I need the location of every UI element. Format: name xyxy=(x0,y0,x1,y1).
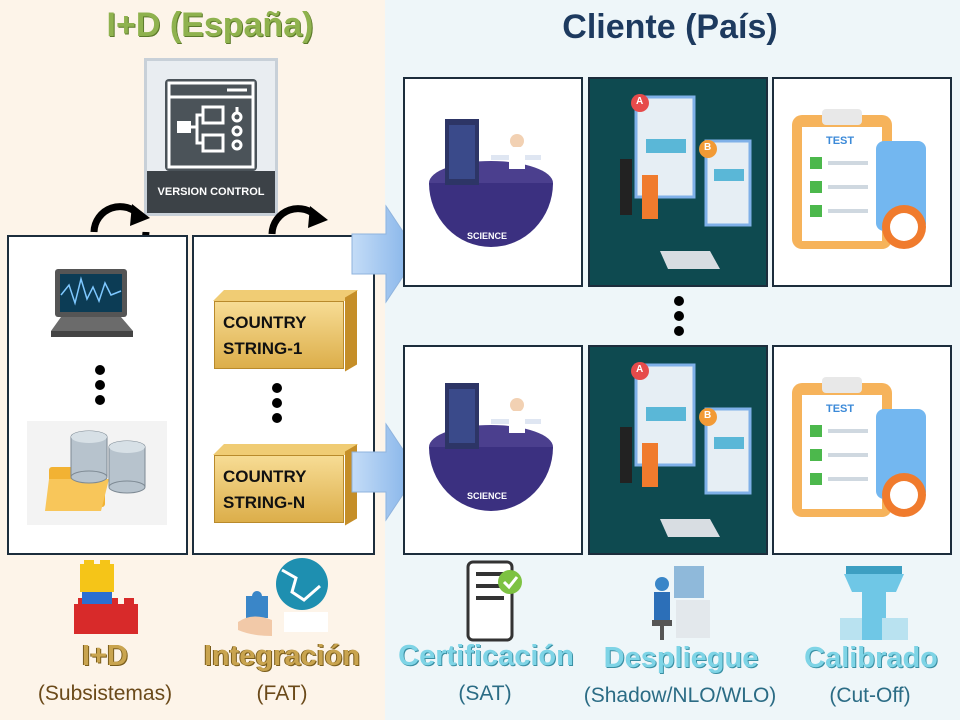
test-label-bottom: TEST xyxy=(826,403,855,415)
deployment-stage-top: A B xyxy=(588,77,768,287)
control-tower-icon xyxy=(840,566,908,640)
caption-calibration: Calibrado xyxy=(804,642,938,674)
monitor-icon xyxy=(51,269,133,337)
lego-bricks-icon xyxy=(74,560,138,634)
calibration-stage-bottom: TEST xyxy=(772,345,952,555)
operator-console-icon xyxy=(652,566,710,640)
country-strings-ellipsis xyxy=(272,383,282,428)
globe-puzzle-icon xyxy=(238,558,328,636)
ab-label-b-top: B xyxy=(704,142,712,153)
caption-deployment: Despliegue xyxy=(603,642,759,674)
version-control-screen xyxy=(165,79,257,171)
country-strings-box: COUNTRY STRING-1 COUNTRY STRING-N xyxy=(192,235,375,555)
subsystems-ellipsis xyxy=(95,365,105,410)
subsystems-box xyxy=(7,235,188,555)
ab-label-a-bottom: A xyxy=(636,364,644,375)
country-string-1-line1: COUNTRY xyxy=(223,313,307,332)
caption-deployment-sub: (Shadow/NLO/WLO) xyxy=(583,684,777,707)
rd-spain-title: I+D (España) xyxy=(106,6,314,44)
science-lab-icon xyxy=(429,119,553,247)
certification-stage-top: SCIENCE xyxy=(403,77,583,287)
ab-testing-icon xyxy=(620,362,752,537)
calibration-stage-top: TEST xyxy=(772,77,952,287)
country-string-1-crate: COUNTRY STRING-1 xyxy=(214,301,344,369)
test-clipboard-icon xyxy=(792,109,926,249)
flow-arrow-top xyxy=(351,204,419,304)
ab-label-a-top: A xyxy=(636,96,644,107)
ab-label-b-bottom: B xyxy=(704,410,712,421)
deployment-stage-bottom: A B xyxy=(588,345,768,555)
caption-integration: Integración xyxy=(203,640,361,672)
test-clipboard-icon xyxy=(792,377,926,517)
country-string-n-line1: COUNTRY xyxy=(223,467,307,486)
country-string-n-line2: STRING-N xyxy=(223,493,306,512)
flow-arrow-bottom xyxy=(351,422,419,522)
caption-rd: I+D xyxy=(82,640,128,672)
ab-testing-icon xyxy=(620,94,752,269)
client-country-title: Cliente (País) xyxy=(562,8,778,46)
version-control-icon: VERSION CONTROL xyxy=(144,58,278,216)
client-rows-ellipsis xyxy=(674,296,684,341)
science-label-bottom: SCIENCE xyxy=(467,491,508,501)
caption-calibration-sub: (Cut-Off) xyxy=(829,684,911,707)
caption-rd-sub: (Subsistemas) xyxy=(37,682,173,705)
science-lab-icon xyxy=(429,383,553,511)
science-label-top: SCIENCE xyxy=(467,231,508,241)
country-string-1-line2: STRING-1 xyxy=(223,339,303,358)
country-string-n-crate: COUNTRY STRING-N xyxy=(214,455,344,523)
version-control-label: VERSION CONTROL xyxy=(147,171,275,213)
database-folder-icon xyxy=(27,421,167,525)
test-label-top: TEST xyxy=(826,135,855,147)
certification-stage-bottom: SCIENCE xyxy=(403,345,583,555)
caption-certification-sub: (SAT) xyxy=(458,682,512,705)
caption-integration-sub: (FAT) xyxy=(256,682,308,705)
flowchart-icon xyxy=(167,81,255,169)
caption-certification: Certificación xyxy=(398,640,574,672)
certified-document-icon xyxy=(466,560,522,642)
